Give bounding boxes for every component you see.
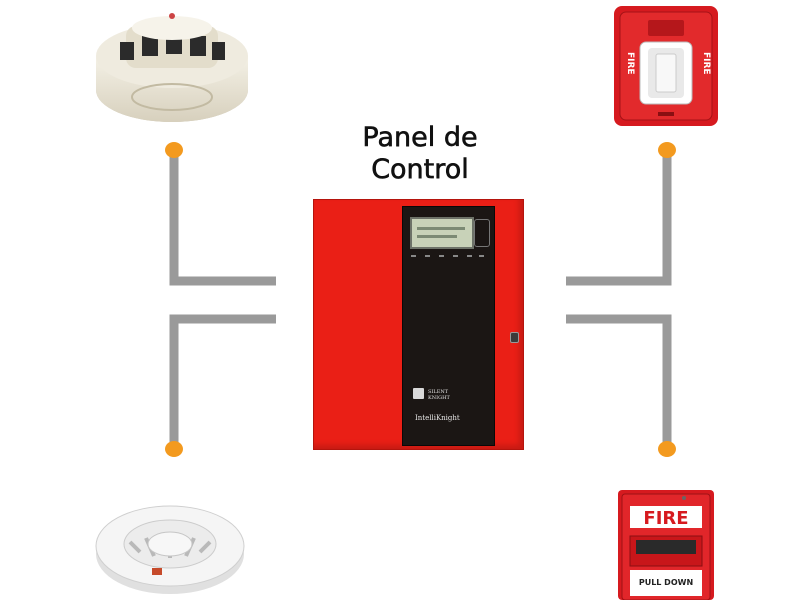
wire-top-left <box>169 150 276 286</box>
brand-logo-icon <box>413 388 424 399</box>
node-bottom-right <box>658 441 676 457</box>
smoke-detector-icon <box>96 13 248 122</box>
control-panel-front: SILENT KNIGHT IntelliKnight <box>402 206 495 446</box>
lcd-display <box>410 217 474 249</box>
control-panel: SILENT KNIGHT IntelliKnight <box>313 199 524 450</box>
title-line-2: Control <box>371 154 469 186</box>
brand-line-2: KNIGHT <box>428 395 450 401</box>
diagram-title: Panel de Control <box>300 122 540 186</box>
panel-button-row <box>411 255 485 259</box>
brand-line-1: SILENT <box>428 389 449 395</box>
product-name: IntelliKnight <box>415 414 460 422</box>
horn-strobe-icon: FIRE FIRE <box>614 6 718 126</box>
smoke-detector-icon <box>95 505 245 594</box>
wire-top-right <box>566 150 672 286</box>
pull-station-icon: FIRE PULL DOWN <box>618 490 714 600</box>
strobe-label-left: FIRE <box>625 52 635 75</box>
strobe-label-right: FIRE <box>701 52 711 75</box>
node-bottom-left <box>165 441 183 457</box>
wire-bottom-right <box>566 314 672 449</box>
lock-icon <box>510 332 519 343</box>
brand-text: SILENT KNIGHT <box>428 389 450 401</box>
title-line-1: Panel de <box>362 122 478 154</box>
pull-station-label: FIRE <box>643 508 688 529</box>
node-top-right <box>658 142 676 158</box>
keypad-icon <box>474 219 490 247</box>
node-top-left <box>165 142 183 158</box>
pull-station-instruction: PULL DOWN <box>639 578 693 587</box>
wire-bottom-left <box>169 314 276 449</box>
